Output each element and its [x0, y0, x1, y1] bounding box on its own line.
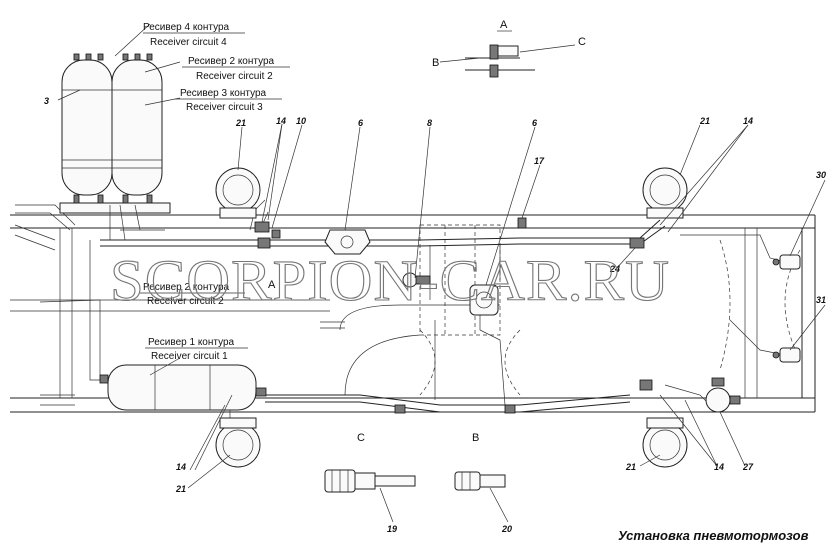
receiver-labels: Ресивер 4 контура Receiver circuit 4 Рес… — [140, 22, 290, 362]
receiver-twin-vertical — [59, 53, 171, 241]
callout-21-bottom-left: 21 — [175, 484, 186, 494]
receiver3-label-en: Receiver circuit 3 — [186, 102, 263, 113]
callout-27: 27 — [742, 462, 754, 472]
receiver2b-label-ru: Ресивер 2 контура — [143, 282, 230, 293]
callout-14-top-left: 14 — [276, 116, 286, 126]
receiver2-label-ru: Ресивер 2 контура — [188, 56, 275, 67]
receiver4-label-ru: Ресивер 4 контура — [143, 22, 230, 33]
section-a-mid: A — [268, 279, 276, 291]
fitting-c-19 — [324, 469, 416, 493]
receiver2b-label-en: Receiver circuit 2 — [147, 296, 224, 307]
section-c-bottom: C — [357, 432, 365, 444]
receiver-circuit-1 — [99, 364, 267, 411]
valve-group-10 — [254, 221, 281, 249]
callout-17: 17 — [534, 156, 545, 166]
valve-6-left — [324, 229, 371, 255]
section-c-top: C — [578, 36, 586, 48]
valve-8 — [402, 272, 431, 288]
leader-lines — [39, 23, 826, 523]
brake-chamber-top-right — [642, 167, 688, 219]
callout-14-bottom-right: 14 — [714, 462, 724, 472]
callout-6-right: 6 — [532, 118, 538, 128]
callout-numbers: 3 21 14 10 6 8 6 17 21 14 30 24 31 14 21… — [44, 96, 826, 534]
callout-19: 19 — [387, 524, 397, 534]
callout-30: 30 — [816, 170, 826, 180]
valve-27 — [705, 377, 741, 413]
valve-24 — [629, 237, 645, 249]
callout-21-top-left: 21 — [235, 118, 246, 128]
section-b-bottom: B — [472, 432, 479, 444]
callout-3: 3 — [44, 96, 49, 106]
callout-14-bottom-left: 14 — [176, 462, 186, 472]
watermark: SCORPION-CAR.RU — [110, 248, 670, 313]
receiver2-label-en: Receiver circuit 2 — [196, 71, 273, 82]
callout-10: 10 — [296, 116, 306, 126]
callout-21-bottom-right: 21 — [625, 462, 636, 472]
brake-chamber-top-left — [215, 167, 261, 219]
callout-14-top-right: 14 — [743, 116, 753, 126]
tee-17 — [517, 217, 527, 229]
callout-24: 24 — [609, 264, 620, 274]
brake-chamber-bottom-left — [215, 417, 261, 468]
valve-6-right — [469, 284, 499, 316]
diagram-caption: Установка пневмотормозов — [618, 528, 809, 543]
callout-21-top-right: 21 — [699, 116, 710, 126]
callout-6-left: 6 — [358, 118, 364, 128]
callout-20: 20 — [501, 524, 512, 534]
section-labels: A A B C B C — [268, 19, 586, 444]
receiver3-label-ru: Ресивер 3 контура — [180, 88, 267, 99]
callout-8: 8 — [427, 118, 432, 128]
fitting-b-20 — [454, 471, 506, 491]
valve-31 — [772, 347, 801, 363]
section-b-top: B — [432, 57, 439, 69]
valve-30 — [772, 254, 801, 270]
section-a-top: A — [500, 19, 508, 31]
brake-chamber-bottom-right — [642, 417, 688, 468]
receiver4-label-en: Receiver circuit 4 — [150, 37, 227, 48]
detail-view-a — [439, 44, 576, 78]
rear-right-valves — [394, 379, 653, 414]
receiver1-label-ru: Ресивер 1 контура — [148, 337, 235, 348]
receiver1-label-en: Receiver circuit 1 — [151, 351, 228, 362]
callout-31: 31 — [816, 295, 826, 305]
